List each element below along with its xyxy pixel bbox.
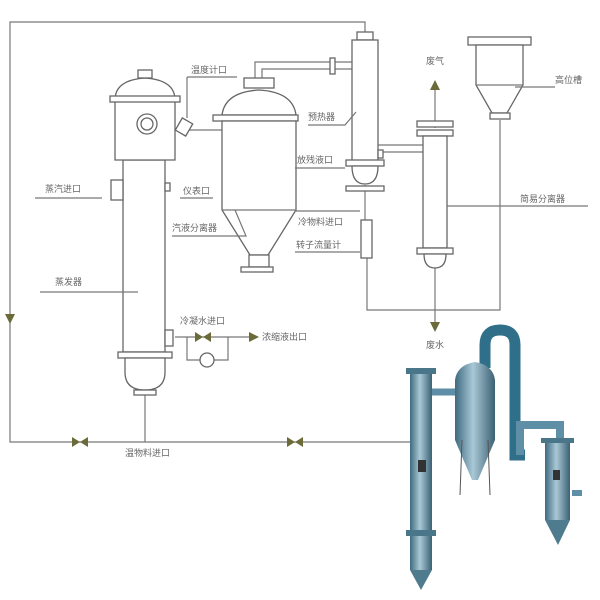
down-arrow-icon: [5, 314, 15, 324]
label-cold-feed-inlet: 冷物料进口: [298, 216, 343, 228]
label-condensate-inlet: 冷凝水进口: [180, 315, 225, 327]
down-arrow-icon: [430, 322, 440, 332]
label-warm-feed-inlet: 温物料进口: [125, 447, 170, 459]
label-waste-water: 废水: [426, 339, 444, 351]
label-steam-inlet: 蒸汽进口: [45, 183, 81, 195]
label-concentrate-outlet: 浓缩液出口: [262, 331, 307, 343]
label-exhaust-gas: 废气: [426, 55, 444, 67]
label-instrument-port: 仪表口: [183, 185, 210, 197]
rotameter: [360, 219, 373, 259]
valves: [72, 332, 303, 447]
flow-arrows: [5, 80, 440, 342]
label-thermometer-port: 温度计口: [191, 64, 227, 76]
label-residue-outlet: 放残液口: [297, 154, 333, 166]
label-high-tank: 高位槽: [555, 74, 582, 86]
up-arrow-icon: [430, 80, 440, 90]
label-simple-separator: 简易分离器: [520, 193, 565, 205]
evaporator: [109, 69, 194, 396]
gas-liquid-separator: [212, 77, 299, 273]
valve-icon: [72, 437, 88, 447]
label-gas-liquid-separator: 汽液分离器: [172, 222, 217, 234]
valve-icon: [287, 437, 303, 447]
preheater: [329, 31, 385, 192]
high-level-tank: [467, 36, 532, 120]
label-rotameter: 转子流量计: [296, 239, 341, 251]
flow-meter-icon: [199, 352, 215, 368]
label-evaporator: 蒸发器: [55, 276, 82, 288]
label-preheater: 预热器: [308, 111, 335, 123]
right-arrow-icon: [249, 332, 259, 342]
simple-separator: [416, 120, 454, 269]
leader-lines: [35, 76, 588, 293]
equipment-photo: [406, 324, 582, 590]
valve-icon: [195, 332, 211, 342]
